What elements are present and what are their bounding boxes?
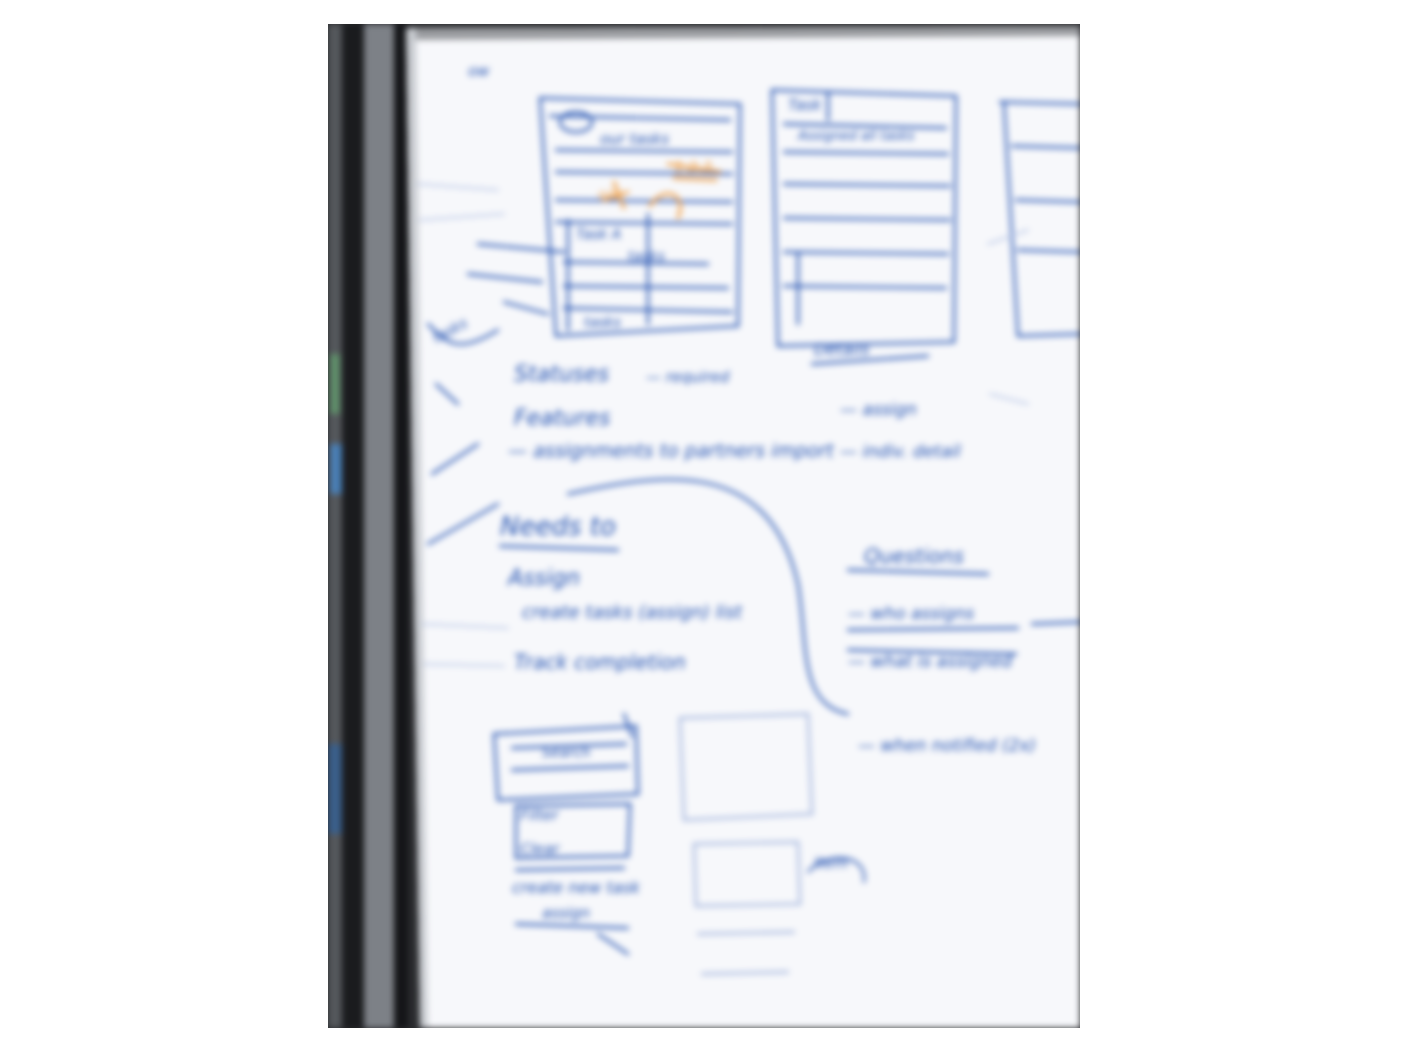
photo-scene: ow our tasks 1,2,3 o/o Task A tasks task…: [328, 24, 1080, 1028]
note-list-a-1: Statuses: [514, 362, 610, 387]
note-needs-1: Assign: [508, 566, 580, 591]
note-bottom-5: assign: [542, 904, 591, 922]
note-corner: ow: [468, 62, 490, 80]
note-list-a-3: — assignments to partners import: [508, 440, 834, 462]
note-bottom-note: Item: [814, 854, 849, 872]
note-list-c-3: — when notified (2x): [858, 736, 1037, 756]
note-sketch1-row-a: Task A: [576, 227, 622, 243]
whiteboard-photo: ow our tasks 1,2,3 o/o Task A tasks task…: [328, 24, 1080, 1028]
note-sketch2-footer: Details: [814, 340, 870, 359]
note-list-a-1b: — required: [646, 368, 730, 386]
note-bottom-1: Search: [542, 745, 591, 761]
note-bottom-2: Filter: [520, 806, 559, 824]
note-bottom-3: Clear: [520, 840, 560, 858]
note-sketch2-sub: Assigned all tasks: [798, 129, 915, 144]
note-sketch1-orange-a: 1,2,3: [674, 158, 713, 176]
whiteboard-sketch: [328, 24, 1080, 1028]
note-list-a-2: Features: [514, 406, 611, 431]
note-needs-3: Track completion: [514, 650, 686, 674]
note-list-b-1: — assign: [840, 400, 917, 420]
note-list-c-1: — who assigns: [848, 604, 975, 624]
note-sketch1-row-b: tasks: [628, 249, 665, 265]
note-list-b-2: — indiv. detail: [840, 442, 961, 462]
note-bottom-4: create new task: [512, 878, 641, 897]
note-heading-2: Needs to: [500, 512, 616, 542]
note-sketch1-orange-b: o/o: [598, 187, 620, 203]
note-list-c-head: Questions: [864, 544, 964, 568]
note-list-c-2: — what is assigned: [848, 652, 1013, 672]
note-sketch2-header: Task: [788, 96, 822, 114]
note-needs-2: create tasks (assign) list: [522, 602, 743, 623]
note-sketch1-title: our tasks: [600, 130, 670, 148]
note-sketch1-footer: tasks: [584, 315, 621, 331]
